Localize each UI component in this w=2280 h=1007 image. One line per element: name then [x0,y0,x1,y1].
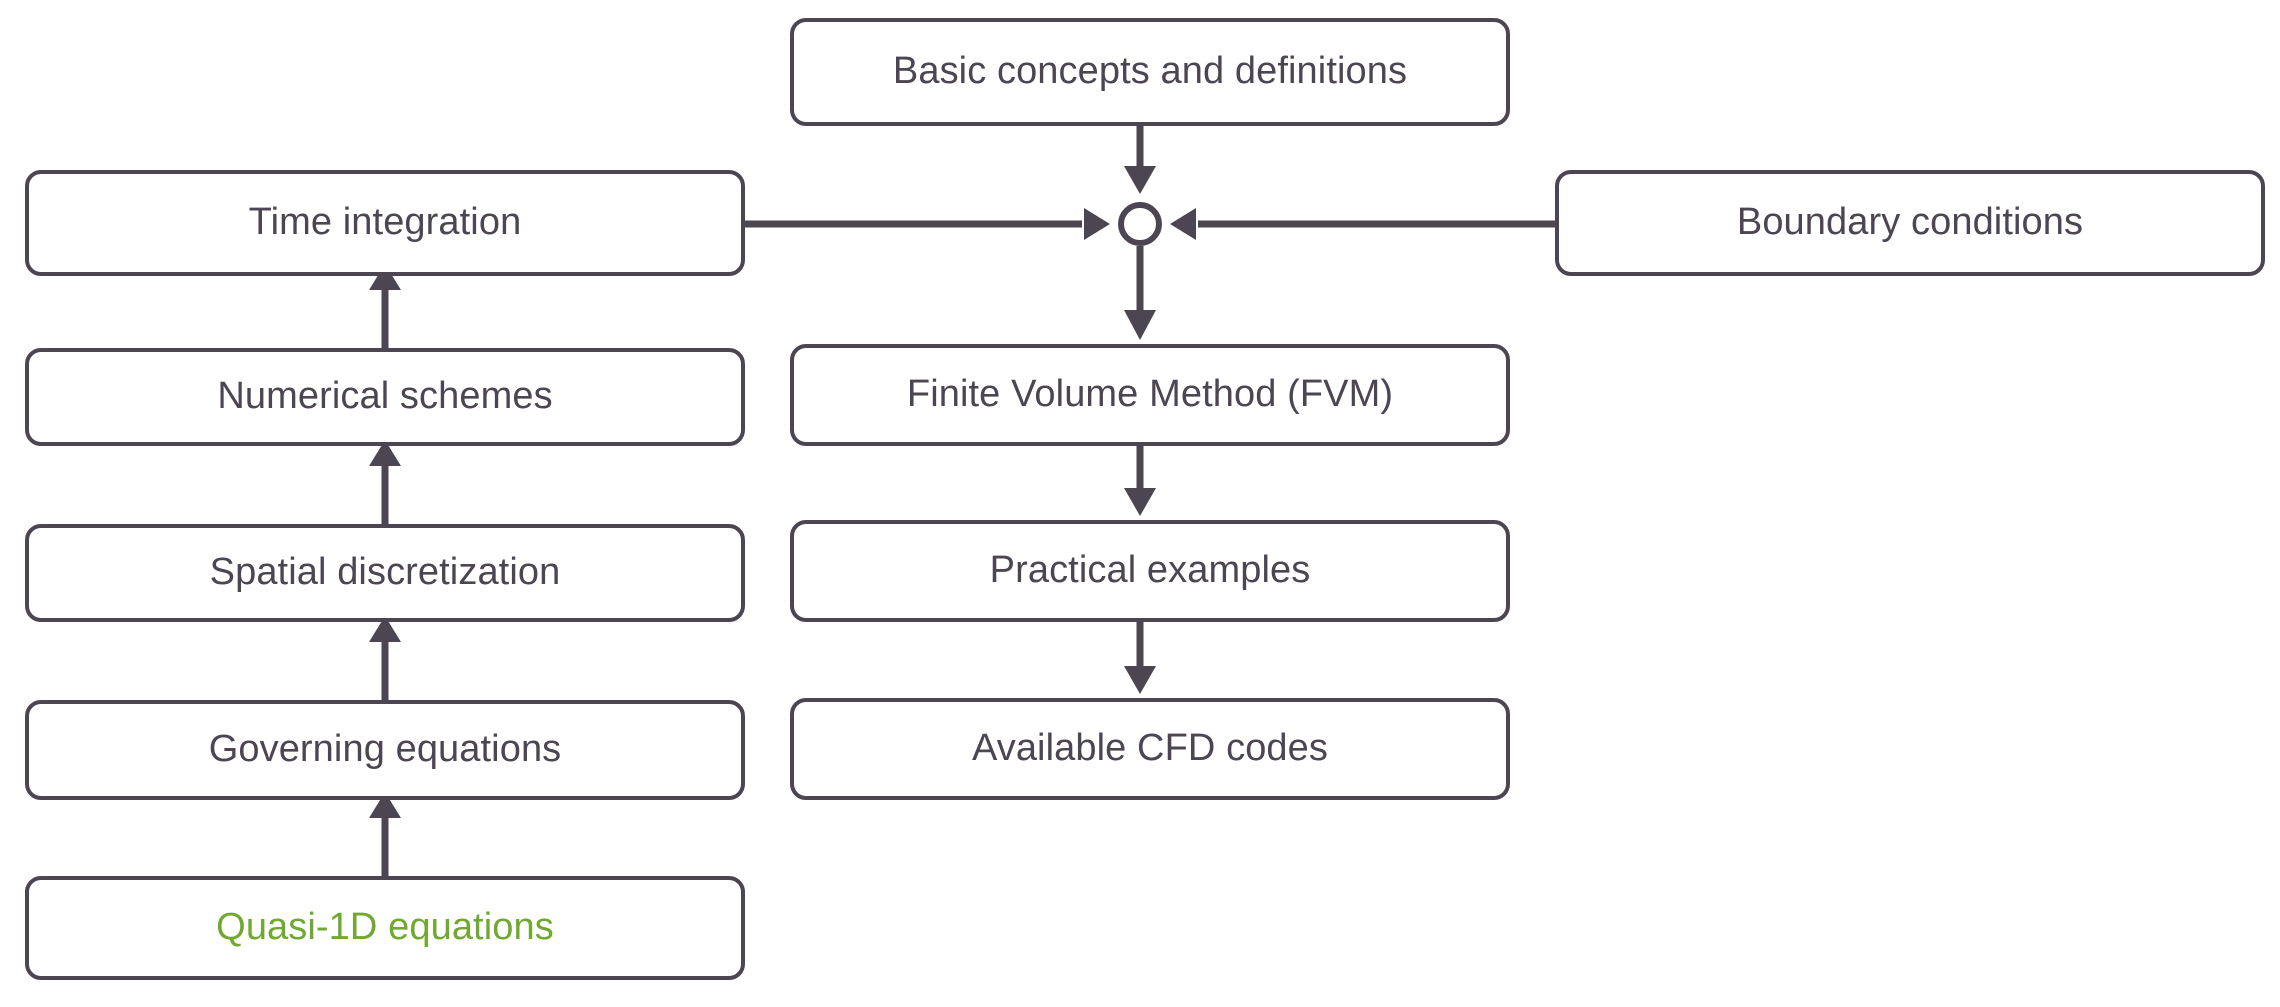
edge-practical-to-cfd-codes [1124,622,1156,694]
node-available-cfd-codes[interactable]: Available CFD codes [790,698,1510,800]
node-numerical-schemes[interactable]: Numerical schemes [25,348,745,446]
node-label-spatial-discretization: Spatial discretization [209,551,561,594]
node-label-boundary-conditions: Boundary conditions [1736,201,2084,244]
node-label-practical-examples: Practical examples [989,549,1311,592]
edge-governing-to-spatial [369,616,401,700]
edge-fvm-to-practical [1124,446,1156,516]
node-quasi-1d-equations[interactable]: Quasi-1D equations [25,876,745,980]
node-time-integration[interactable]: Time integration [25,170,745,276]
node-governing-equations[interactable]: Governing equations [25,700,745,800]
node-practical-examples[interactable]: Practical examples [790,520,1510,622]
node-label-basic-concepts-and-definitions: Basic concepts and definitions [892,50,1408,93]
node-label-numerical-schemes: Numerical schemes [217,375,553,418]
node-label-finite-volume-method: Finite Volume Method (FVM) [906,373,1394,416]
edge-junction-to-fvm [1124,246,1156,340]
node-label-governing-equations: Governing equations [208,728,562,771]
edge-boundary-to-junction [1170,208,1555,240]
node-boundary-conditions[interactable]: Boundary conditions [1555,170,2265,276]
node-label-available-cfd-codes: Available CFD codes [971,727,1329,770]
edge-quasi1d-to-governing [369,792,401,876]
edge-time-to-junction [745,208,1110,240]
edge-spatial-to-numerical [369,440,401,524]
merge-junction-node[interactable] [1118,202,1162,246]
node-finite-volume-method[interactable]: Finite Volume Method (FVM) [790,344,1510,446]
node-label-quasi-1d-equations: Quasi-1D equations [216,906,554,949]
edge-basic-concepts-to-junction [1124,126,1156,194]
edge-numerical-to-time [369,264,401,348]
node-spatial-discretization[interactable]: Spatial discretization [25,524,745,622]
node-label-time-integration: Time integration [248,201,522,244]
node-basic-concepts-and-definitions[interactable]: Basic concepts and definitions [790,18,1510,126]
